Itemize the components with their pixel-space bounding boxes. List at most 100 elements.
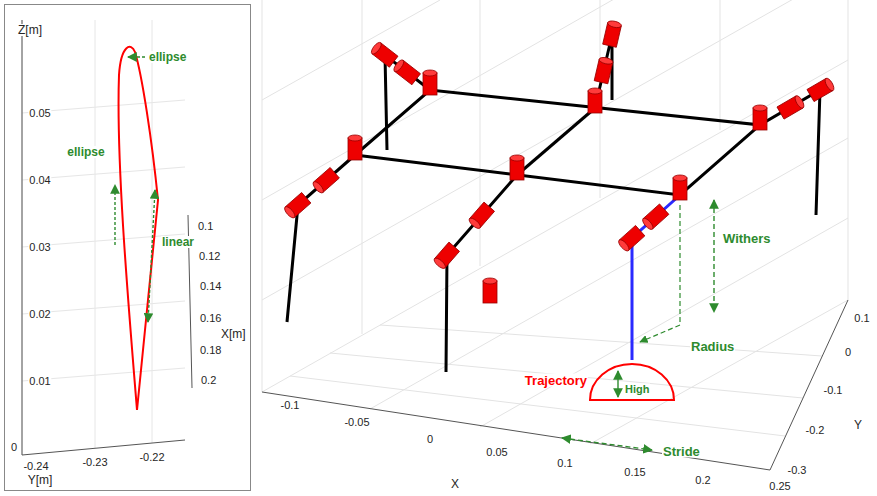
axis-tick: 0.15 (623, 467, 646, 478)
annotation: ellipse (66, 146, 105, 158)
axis-title: Y (853, 419, 863, 431)
leg-link (446, 175, 517, 372)
cylinder-top (433, 256, 447, 270)
joint-cylinder (594, 56, 613, 84)
body-frame (517, 108, 595, 175)
cylinder-top (823, 77, 835, 92)
ellipse-arrow (114, 185, 115, 245)
axis-tick: 0.16 (199, 313, 222, 324)
axis-title: X (450, 478, 460, 490)
axis-title: Y[m] (27, 474, 54, 486)
withers-arrow (713, 200, 714, 312)
annotation: Radius (690, 340, 735, 353)
axis-tick: 0.2 (694, 475, 711, 486)
stride-arrow (562, 438, 652, 450)
annotation: Stride (662, 445, 701, 458)
plot-axes (262, 300, 848, 470)
axis-tick: 0.1 (556, 458, 573, 469)
axis-tick: 0.04 (28, 175, 51, 186)
linear-arrow (148, 190, 155, 322)
axis-tick: 0.14 (199, 281, 222, 292)
grid-line (480, 218, 848, 427)
joint-cylinder (311, 167, 339, 194)
cylinder-top (617, 238, 631, 252)
grid-line (262, 60, 848, 392)
foot-trajectory (119, 47, 158, 410)
joint-cylinder (348, 135, 362, 160)
cylinder-top (370, 41, 383, 56)
axis-tick: 0 (844, 347, 852, 358)
axis-tick: -0.3 (787, 465, 808, 476)
joint-cylinder (468, 202, 495, 230)
annotation: Withers (722, 232, 772, 245)
axis-tick: -0.23 (81, 457, 108, 468)
inset-panel (5, 5, 251, 491)
joint-cylinder (641, 204, 669, 231)
axis-tick: -0.1 (280, 400, 301, 411)
cylinder-top (588, 88, 602, 94)
joint-cylinder (617, 225, 645, 252)
axis-title: X[m] (220, 328, 247, 340)
plot-grid (262, 0, 848, 444)
axis-tick: 0.01 (28, 376, 51, 387)
cylinder-top (468, 216, 482, 230)
axis-tick: 0.02 (28, 309, 51, 320)
grid-line (330, 353, 803, 398)
cylinder-top (641, 217, 655, 231)
grid-line (262, 0, 440, 100)
axis-tick: 0.25 (768, 481, 791, 492)
annotation: High (624, 384, 650, 395)
axis-tick: -0.05 (343, 417, 370, 428)
joint-cylinder (753, 105, 767, 130)
leg-link (760, 90, 820, 215)
annotations (562, 200, 714, 450)
trajectory-curve (590, 364, 674, 400)
axis-title: Z[m] (17, 24, 43, 36)
cylinder-top (510, 155, 524, 161)
joint-cylinder (423, 70, 437, 95)
annotation: linear (161, 236, 195, 248)
axis-tick: -0.1 (823, 385, 844, 396)
annotation: Trajectory (524, 374, 588, 387)
axis-tick: 0 (426, 434, 434, 445)
body-frame (355, 90, 760, 195)
ellipse-arrow (128, 56, 145, 57)
axis-tick: 0.1 (853, 313, 870, 324)
radius-arrow (640, 325, 680, 342)
axis-tick: 0.2 (200, 375, 217, 386)
axis-tick: -0.2 (805, 425, 826, 436)
joint-cylinder (588, 88, 602, 113)
cylinder-top (348, 135, 362, 141)
y-axis (770, 300, 848, 470)
leg-link (632, 195, 680, 360)
cylinder-top (283, 205, 297, 219)
joint-cylinder (433, 242, 460, 270)
grid-line (22, 20, 23, 455)
cylinder-top (753, 105, 767, 111)
axis-tick: 0.18 (199, 345, 222, 356)
cylinder-top (483, 278, 497, 284)
cylinder-top (423, 70, 437, 76)
grid-line (848, 0, 849, 300)
hexapod-robot (283, 20, 836, 372)
axis-tick: 0.1 (197, 221, 214, 232)
high-arrow (617, 371, 618, 397)
joint-cylinder (283, 192, 311, 219)
cylinder-top (607, 20, 622, 29)
axis-tick: 0 (10, 442, 18, 453)
axis-tick: 0.05 (28, 108, 51, 119)
cylinder-top (311, 180, 325, 194)
cylinder-top (793, 94, 805, 109)
radius-guide (679, 205, 680, 325)
inset-border (5, 5, 251, 491)
grid-line (370, 138, 848, 409)
joint-cylinder (673, 175, 687, 200)
grid-line (720, 0, 721, 130)
cylinder-top (598, 56, 613, 65)
grid-line (262, 0, 848, 300)
joint-cylinder (807, 77, 836, 102)
axis-tick: 0.05 (485, 447, 508, 458)
